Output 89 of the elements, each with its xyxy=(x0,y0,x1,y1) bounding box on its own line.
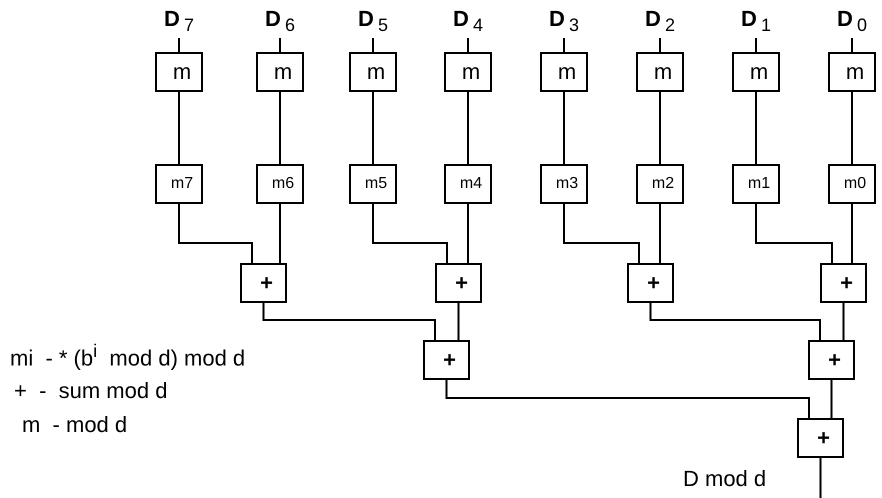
multiply-mod-block xyxy=(828,164,876,204)
block-label: + xyxy=(828,347,841,373)
connector-line xyxy=(650,303,821,340)
multiply-mod-block xyxy=(540,164,588,204)
legend-note: m - mod d xyxy=(22,412,128,438)
block-label: m xyxy=(274,59,292,85)
input-label: D$_{0}$ xyxy=(837,6,867,36)
input-label: D$_{5}$ xyxy=(358,6,388,36)
input-label: D$_{2}$ xyxy=(645,6,675,36)
connector-line xyxy=(842,303,844,340)
mod-block xyxy=(155,52,203,92)
block-label: + xyxy=(647,270,660,296)
multiply-mod-block xyxy=(155,164,203,204)
block-label: + xyxy=(443,347,456,373)
connector-line xyxy=(458,303,460,340)
mod-block xyxy=(256,52,304,92)
connector-line xyxy=(659,204,661,263)
connector-line xyxy=(563,92,565,164)
legend-note: + - sum mod d xyxy=(14,378,168,404)
mod-block xyxy=(444,52,492,92)
sum-mod-block xyxy=(808,340,855,380)
sum-mod-block xyxy=(240,263,287,303)
input-label: D$_{4}$ xyxy=(453,6,483,36)
sum-mod-block xyxy=(820,263,867,303)
multiply-mod-block xyxy=(256,164,304,204)
connector-line xyxy=(851,204,853,263)
block-label: m4 xyxy=(460,175,482,193)
mod-block xyxy=(636,52,684,92)
connector-line xyxy=(372,92,374,164)
connector-line xyxy=(446,380,810,418)
block-label: m xyxy=(172,59,192,85)
connector-line xyxy=(467,204,469,263)
sum-mod-block xyxy=(423,340,470,380)
connector-line xyxy=(178,38,180,52)
block-label: + xyxy=(260,270,273,296)
connector-line xyxy=(563,38,565,52)
connector-line xyxy=(755,92,757,164)
multiply-mod-block xyxy=(444,164,492,204)
multiply-mod-block xyxy=(636,164,684,204)
connector-line xyxy=(279,38,281,52)
multiply-mod-block xyxy=(732,164,780,204)
input-label: D$_{1}$ xyxy=(741,6,771,36)
input-label: D$_{6}$ xyxy=(265,6,295,36)
multiply-mod-block xyxy=(349,164,397,204)
connector-line xyxy=(563,204,640,263)
connector-line xyxy=(279,204,281,263)
connector-line xyxy=(755,38,757,52)
block-label: m xyxy=(462,59,480,85)
connector-line xyxy=(755,204,833,263)
legend-note: mi - * (b$^{i}$ mod d) mod d xyxy=(10,340,246,372)
block-label: m5 xyxy=(364,175,388,193)
connector-line xyxy=(467,92,469,164)
block-label: m xyxy=(654,59,672,85)
block-label: m7 xyxy=(170,175,194,193)
connector-line xyxy=(178,204,253,263)
connector-line xyxy=(659,92,661,164)
block-label: m xyxy=(558,59,576,85)
block-label: m0 xyxy=(844,175,866,193)
sum-mod-block xyxy=(797,418,844,458)
connector-line xyxy=(851,92,853,164)
block-label: + xyxy=(817,425,830,451)
block-label: m6 xyxy=(272,175,294,193)
mod-block xyxy=(732,52,780,92)
block-label: + xyxy=(840,270,853,296)
connector-line xyxy=(659,38,661,52)
connector-line xyxy=(372,38,374,52)
mod-block xyxy=(349,52,397,92)
connector-line xyxy=(851,38,853,52)
connector-line xyxy=(830,380,832,418)
block-label: + xyxy=(455,270,468,296)
connector-line xyxy=(467,38,469,52)
block-label: m3 xyxy=(556,175,578,193)
connector-line xyxy=(372,204,448,263)
input-label: D$_{7}$ xyxy=(164,6,194,36)
block-label: m xyxy=(750,59,768,85)
mod-block xyxy=(828,52,876,92)
connector-line xyxy=(262,303,436,340)
connector-line xyxy=(820,458,822,498)
block-label: m1 xyxy=(748,175,770,193)
block-label: m xyxy=(366,59,386,85)
sum-mod-block xyxy=(627,263,674,303)
input-label: D$_{3}$ xyxy=(549,6,579,36)
connector-line xyxy=(178,92,180,164)
connector-line xyxy=(279,92,281,164)
sum-mod-block xyxy=(435,263,482,303)
block-label: m xyxy=(846,59,864,85)
block-label: m2 xyxy=(652,175,674,193)
mod-block xyxy=(540,52,588,92)
output-label: D mod d xyxy=(683,466,766,492)
